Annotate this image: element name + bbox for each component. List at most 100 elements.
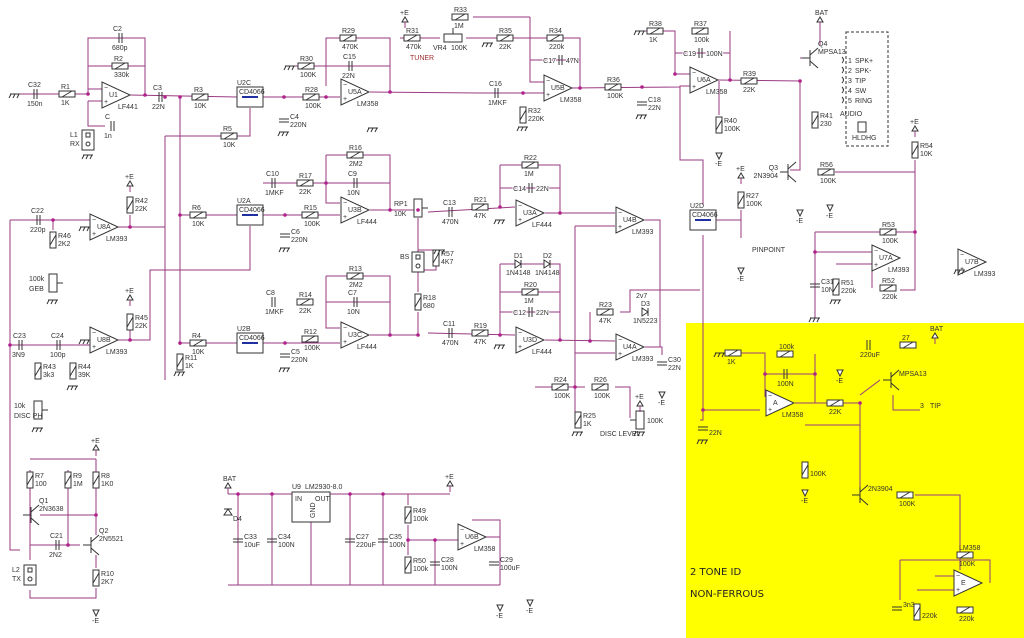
ground-hatch [633, 30, 637, 36]
emitter-lead [890, 382, 900, 391]
value-label: 220p [30, 227, 46, 234]
value-label: 100K [451, 45, 468, 52]
supply-arrow [737, 172, 745, 179]
junction-dot [813, 372, 817, 376]
ref-label: C2 [113, 26, 122, 33]
resistor-slash [715, 119, 723, 131]
wire [87, 101, 105, 127]
value-label: 100K [304, 221, 321, 228]
supply-label: BAT [930, 326, 944, 333]
value-label: 100K [305, 103, 322, 110]
value-label: 22N [668, 365, 681, 372]
value-label: 10N [347, 190, 360, 197]
ref-label: R9 [73, 473, 82, 480]
supply-arrow [836, 369, 844, 378]
ground-icon [173, 371, 185, 377]
ref-label: C23 [13, 333, 26, 340]
ground-icon [696, 439, 708, 445]
resistor-slash [474, 203, 486, 211]
ground-hatch [282, 247, 286, 253]
value-label: 100N [777, 381, 794, 388]
ref-label: C24 [51, 333, 64, 340]
resistor-slash [406, 34, 418, 42]
resistor-r28: R28 100K [302, 87, 322, 110]
opamp-icon [340, 196, 371, 224]
ref-label: U6A [697, 77, 711, 84]
annotations: +E+E+E+E+E+E+E-E-E-E-E-E-E-EBATBATBAT-E-… [8, 10, 965, 625]
ref-label: C10 [266, 171, 279, 178]
ref-label: RP1 [394, 201, 408, 208]
value-label: LM358 [706, 89, 728, 96]
pin-out: OUT [315, 496, 331, 503]
value-label: TX [12, 576, 21, 583]
resistor-slash [743, 77, 755, 85]
ref-label: R49 [413, 508, 426, 515]
value-label: 2N3904 [868, 486, 893, 493]
ref-label: R22 [524, 155, 537, 162]
resistor-slash [26, 474, 34, 486]
coil-bs: BS [400, 251, 425, 273]
supply-arrow [446, 480, 454, 487]
junction-dot [416, 208, 420, 212]
speaker-label: HLDHG [852, 135, 877, 142]
wire [645, 219, 661, 347]
junction-dot [498, 333, 502, 337]
supply-label: -E [92, 618, 99, 625]
opamp-icon [957, 248, 988, 276]
value-label: GEB [29, 286, 44, 293]
ref-label: R17 [299, 173, 312, 180]
ground-hatch [366, 127, 370, 133]
value-label: 100N [706, 51, 723, 58]
ref-label: R28 [305, 87, 318, 94]
ground-hatch [277, 131, 281, 137]
junction-dot [348, 492, 352, 496]
value-label: 1K [61, 100, 70, 107]
resistor-slash [549, 34, 561, 42]
value-label: 22N [536, 186, 549, 193]
value-label: 470k [406, 44, 422, 51]
resistor-slash [305, 93, 317, 101]
inverting-sign: − [618, 337, 622, 344]
collector-lead [30, 504, 40, 513]
ground-hatch [82, 226, 86, 232]
value-label: 100K [959, 561, 976, 568]
ground-hatch [837, 299, 841, 305]
value-label: 22N [536, 310, 549, 317]
junction-dot [558, 211, 562, 215]
resistor-slash [192, 339, 204, 347]
resistor-slash [499, 34, 511, 42]
supply-label: -E [496, 613, 503, 620]
ground-hatch [524, 126, 528, 132]
ground-hatch [78, 226, 82, 232]
value-label: 1K0 [101, 481, 114, 488]
ref-label: R51 [841, 280, 854, 287]
ground-hatch [286, 367, 290, 373]
junction-dot [498, 205, 502, 209]
emitter-lead [809, 60, 819, 69]
wire [700, 235, 704, 421]
wire [835, 160, 916, 173]
potentiometer-icon [635, 410, 645, 430]
ref-label: R37 [694, 21, 707, 28]
ref-label: R27 [746, 193, 759, 200]
junction-dot [86, 92, 90, 96]
resistor-slash [299, 298, 311, 306]
resistor-slash [882, 284, 894, 292]
